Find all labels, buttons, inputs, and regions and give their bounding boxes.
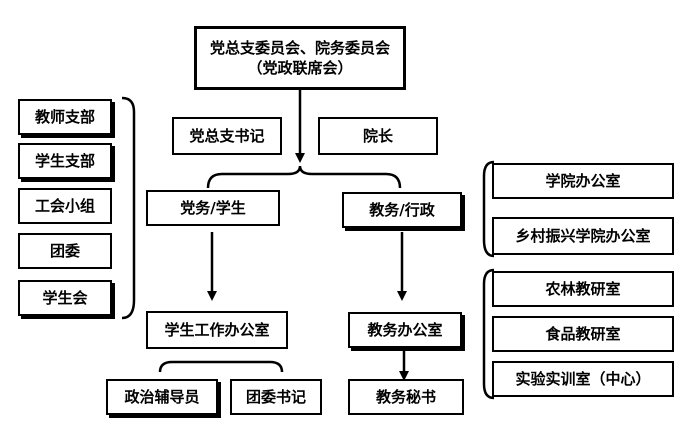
right-admin-item-college-office: 学院办公室: [492, 163, 674, 199]
academic-admin-label: 教务/行政: [369, 200, 435, 219]
right-admin-item-label: 乡村振兴学院办公室: [515, 226, 651, 245]
left-group-item-student-branch: 学生支部: [18, 143, 112, 179]
left-group-item-label: 教师支部: [34, 107, 95, 126]
counselor-label: 政治辅导员: [124, 387, 200, 406]
academic-affairs-office-label: 教务办公室: [367, 320, 443, 339]
left-group-item-union-group: 工会小组: [18, 188, 112, 224]
brace-student-staff: [158, 360, 284, 373]
league-secretary-label: 团委书记: [245, 387, 306, 406]
committee-box: 党总支委员会、院务委员会 （党政联席会）: [194, 26, 406, 90]
right-teaching-item-label: 农林教研室: [545, 279, 621, 298]
league-secretary-box: 团委书记: [230, 379, 322, 415]
right-teaching-item-label: 食品教研室: [545, 324, 621, 343]
left-group-item-label: 学生会: [42, 288, 88, 307]
dean-label: 院长: [362, 126, 393, 145]
right-admin-item-rural-office: 乡村振兴学院办公室: [492, 217, 674, 255]
left-group-item-label: 团委: [49, 241, 80, 260]
brace-branches: [206, 165, 402, 189]
party-secretary-box: 党总支书记: [172, 117, 282, 155]
right-teaching-item-label: 实验实训室（中心）: [515, 369, 651, 388]
dean-box: 院长: [318, 117, 438, 155]
student-affairs-office-box: 学生工作办公室: [146, 311, 288, 349]
party-student-label: 党务/学生: [180, 198, 246, 217]
bracket-right-admin: [482, 160, 495, 258]
committee-title-line2: （党政联席会）: [247, 59, 353, 77]
counselor-box: 政治辅导员: [106, 379, 218, 415]
bracket-right-teaching: [482, 268, 495, 400]
academic-secretary-box: 教务秘书: [348, 379, 464, 415]
right-teaching-item-food: 食品教研室: [492, 316, 674, 352]
right-teaching-item-lab-center: 实验实训室（中心）: [492, 361, 674, 397]
student-affairs-office-label: 学生工作办公室: [164, 320, 270, 339]
bracket-left-group: [121, 96, 136, 320]
right-teaching-item-agri-forestry: 农林教研室: [492, 271, 674, 307]
academic-admin-box: 教务/行政: [342, 192, 462, 228]
party-student-box: 党务/学生: [146, 190, 280, 226]
left-group-item-teacher-branch: 教师支部: [18, 99, 112, 135]
committee-title-line1: 党总支委员会、院务委员会: [209, 38, 390, 57]
party-secretary-label: 党总支书记: [189, 126, 265, 145]
left-group-item-label: 工会小组: [34, 196, 95, 215]
left-group-item-label: 学生支部: [34, 151, 95, 170]
left-group-item-student-union: 学生会: [18, 280, 112, 316]
left-group-item-youth-league: 团委: [18, 233, 112, 269]
academic-affairs-office-box: 教务办公室: [348, 312, 462, 348]
academic-secretary-label: 教务秘书: [375, 387, 436, 406]
right-admin-item-label: 学院办公室: [545, 171, 621, 190]
